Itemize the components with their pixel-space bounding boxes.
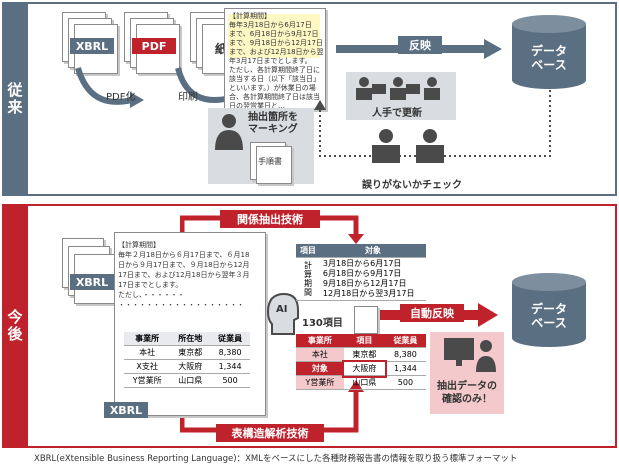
items-doc — [354, 306, 378, 334]
future-side-label: 今後 — [2, 204, 28, 448]
database2-icon — [512, 273, 586, 347]
marking-label: 抽出箇所をマーキング — [248, 112, 298, 135]
manual-label: 手順書 — [258, 157, 282, 166]
check-label: 誤りがないかチェック — [362, 180, 462, 191]
excerpt-text: 【計算期間】毎年3月18日から6月17日まで、6月18日から9月17日まで、9月… — [229, 12, 324, 110]
table-parse-label: 表構造解析技術 — [216, 424, 324, 442]
database2-label: データベース — [530, 302, 567, 330]
checkers-icon — [372, 129, 444, 163]
xbrl2-tag: XBRL — [70, 274, 114, 290]
database-label: データベース — [530, 44, 567, 72]
reflect-label: 反映 — [398, 36, 442, 54]
excerpt-highlight — [228, 14, 320, 58]
ai-label: AI — [276, 304, 288, 315]
monitor-person-icon — [444, 338, 496, 372]
items-count: 130項目 — [302, 318, 343, 329]
relation-label: 関係抽出技術 — [220, 210, 320, 228]
pdf-tag: PDF — [132, 38, 176, 54]
database-icon — [512, 15, 586, 89]
workers-icon — [356, 77, 440, 100]
xbrl-tag: XBRL — [70, 38, 114, 54]
footer-note: XBRL(eXtensible Business Reporting Langu… — [34, 454, 518, 464]
source-xbrl-tag: XBRL — [104, 402, 148, 418]
ai-head-icon — [266, 292, 299, 335]
manual-update-label: 人手で更新 — [372, 108, 422, 119]
auto-label: 自動反映 — [400, 304, 464, 322]
legacy-side-label: 従来 — [2, 2, 28, 196]
manual-doc — [256, 146, 292, 184]
person-icon — [215, 114, 243, 150]
pdf-conv-label: PDF化 — [106, 92, 136, 103]
print-label: 印刷 — [178, 92, 198, 103]
confirm-label: 抽出データの確認のみ！ — [437, 381, 497, 405]
